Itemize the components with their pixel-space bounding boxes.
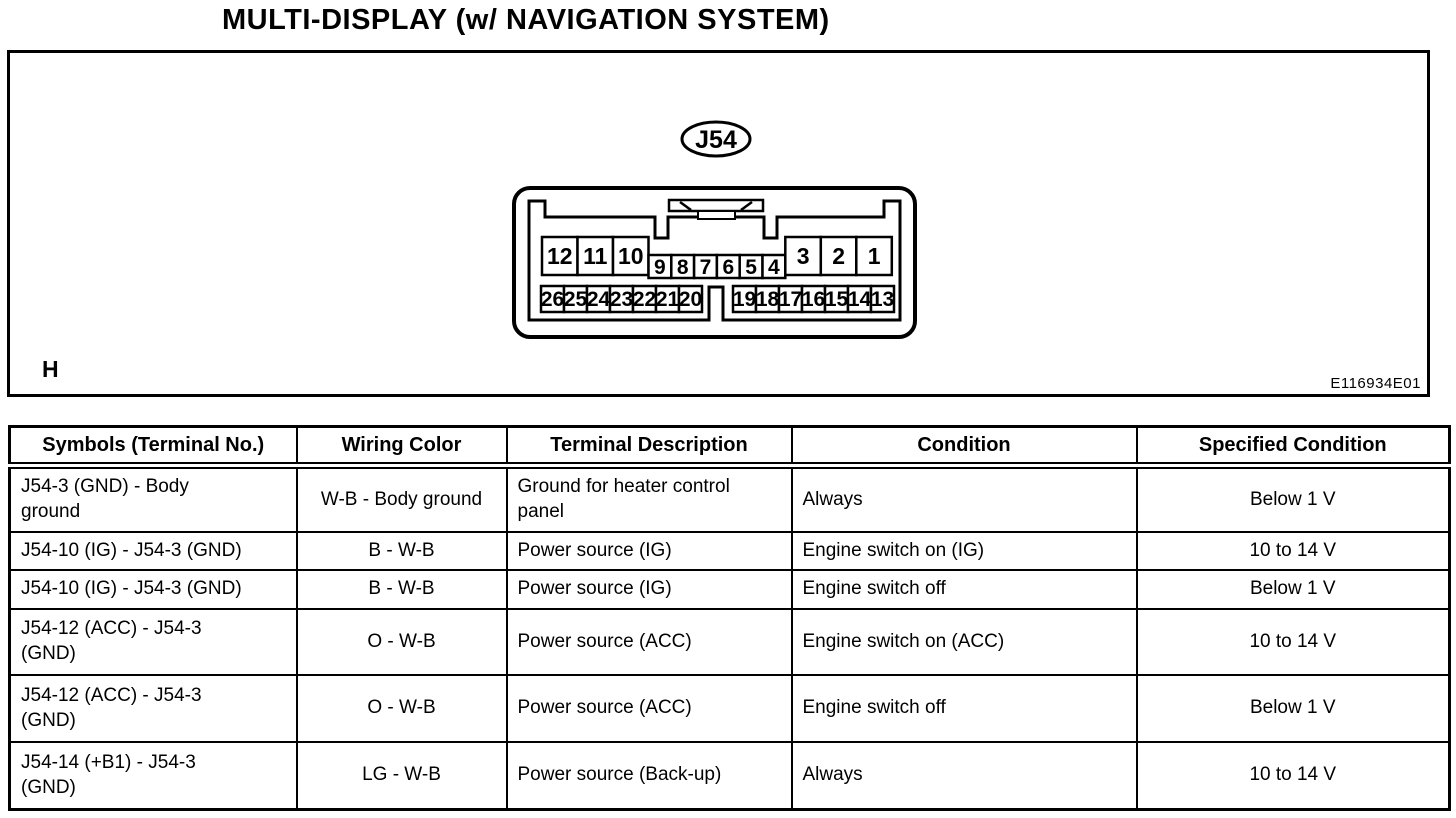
figure-code: E116934E01 (1330, 375, 1421, 392)
cell-terminal-description: Power source (IG) (505, 569, 793, 610)
col-header-symbols: Symbols (Terminal No.) (8, 425, 298, 469)
connector-id-oval (680, 120, 752, 158)
cell-symbols: J54-10 (IG) - J54-3 (GND) (8, 531, 298, 571)
cell-terminal-description: Power source (IG) (505, 531, 793, 571)
cell-condition: Engine switch off (790, 569, 1138, 610)
pin-1: 1 (868, 243, 881, 269)
pin-8: 8 (677, 256, 689, 279)
pin-group-top-middle: 9 8 7 6 5 4 (647, 253, 787, 280)
page-title: MULTI-DISPLAY (w/ NAVIGATION SYSTEM) (222, 4, 830, 36)
cell-wiring-color: B - W-B (295, 531, 508, 571)
pin-26: 26 (541, 288, 564, 311)
col-header-condition: Condition (790, 425, 1138, 469)
cell-specified-condition: Below 1 V (1135, 674, 1451, 743)
cell-symbols: J54-10 (IG) - J54-3 (GND) (8, 569, 298, 610)
pin-19: 19 (733, 288, 756, 311)
table-row: J54-12 (ACC) - J54-3 (GND) O - W-B Power… (8, 674, 1451, 743)
cell-wiring-color: B - W-B (295, 569, 508, 610)
col-header-specified-condition: Specified Condition (1135, 425, 1451, 469)
pin-9: 9 (654, 256, 666, 279)
pin-2: 2 (832, 243, 845, 269)
col-header-terminal-description: Terminal Description (505, 425, 793, 469)
pin-17: 17 (779, 288, 802, 311)
cell-terminal-description: Power source (ACC) (505, 608, 793, 676)
pin-20: 20 (679, 288, 702, 311)
pin-24: 24 (587, 288, 611, 311)
cell-wiring-color: LG - W-B (295, 741, 508, 811)
pin-7: 7 (700, 256, 712, 279)
pin-group-bottom-right: 19 18 17 16 15 14 13 (731, 284, 896, 314)
pin-13: 13 (871, 288, 894, 311)
cell-condition: Engine switch on (IG) (790, 531, 1138, 571)
cell-condition: Always (790, 741, 1138, 811)
table-row: J54-3 (GND) - Body ground W-B - Body gro… (8, 464, 1451, 533)
pin-18: 18 (756, 288, 780, 311)
pin-16: 16 (802, 288, 825, 311)
cell-symbols: J54-3 (GND) - Body ground (8, 464, 298, 533)
cell-symbols: J54-14 (+B1) - J54-3 (GND) (8, 741, 298, 811)
cell-specified-condition: 10 to 14 V (1135, 531, 1451, 571)
pin-group-bottom-left: 26 25 24 23 22 21 20 (539, 284, 704, 314)
pin-14: 14 (848, 288, 872, 311)
pin-23: 23 (610, 288, 633, 311)
cell-condition: Always (790, 464, 1138, 533)
pin-21: 21 (656, 288, 680, 311)
pin-25: 25 (564, 288, 588, 311)
cell-terminal-description: Power source (ACC) (505, 674, 793, 743)
latch-tick-right (740, 200, 753, 212)
cell-specified-condition: Below 1 V (1135, 464, 1451, 533)
cell-specified-condition: 10 to 14 V (1135, 741, 1451, 811)
pin-12: 12 (547, 243, 573, 269)
table-row: J54-14 (+B1) - J54-3 (GND) LG - W-B Powe… (8, 741, 1451, 811)
terminal-spec-table: Symbols (Terminal No.) Wiring Color Term… (8, 425, 1451, 811)
cell-wiring-color: W-B - Body ground (295, 464, 508, 533)
cell-condition: Engine switch off (790, 674, 1138, 743)
cell-terminal-description: Ground for heater control panel (505, 464, 793, 533)
latch-tick-left (679, 200, 692, 212)
table-row: J54-10 (IG) - J54-3 (GND) B - W-B Power … (8, 531, 1451, 571)
cell-symbols: J54-12 (ACC) - J54-3 (GND) (8, 674, 298, 743)
connector-diagram: J54 12 11 10 9 8 7 6 (512, 120, 917, 339)
pin-10: 10 (618, 243, 644, 269)
figure-corner-label: H (42, 356, 59, 382)
table-header-row: Symbols (Terminal No.) Wiring Color Term… (8, 425, 1451, 469)
pin-4: 4 (768, 256, 780, 279)
cell-terminal-description: Power source (Back-up) (505, 741, 793, 811)
col-header-wiring-color: Wiring Color (295, 425, 508, 469)
pin-group-top-left: 12 11 10 (540, 235, 650, 277)
cell-symbols: J54-12 (ACC) - J54-3 (GND) (8, 608, 298, 676)
connector-id-label: J54 (695, 126, 737, 154)
table-row: J54-12 (ACC) - J54-3 (GND) O - W-B Power… (8, 608, 1451, 676)
pin-6: 6 (722, 256, 734, 279)
pin-22: 22 (633, 288, 656, 311)
cell-wiring-color: O - W-B (295, 674, 508, 743)
cell-wiring-color: O - W-B (295, 608, 508, 676)
cell-condition: Engine switch on (ACC) (790, 608, 1138, 676)
pin-11: 11 (583, 243, 608, 269)
pin-group-top-right: 3 2 1 (784, 235, 894, 277)
cell-specified-condition: 10 to 14 V (1135, 608, 1451, 676)
table-row: J54-10 (IG) - J54-3 (GND) B - W-B Power … (8, 569, 1451, 610)
latch-inner (697, 210, 736, 220)
pin-15: 15 (825, 288, 849, 311)
pin-3: 3 (797, 243, 810, 269)
pin-5: 5 (745, 256, 757, 279)
connector-figure: J54 12 11 10 9 8 7 6 (7, 50, 1430, 397)
cell-specified-condition: Below 1 V (1135, 569, 1451, 610)
